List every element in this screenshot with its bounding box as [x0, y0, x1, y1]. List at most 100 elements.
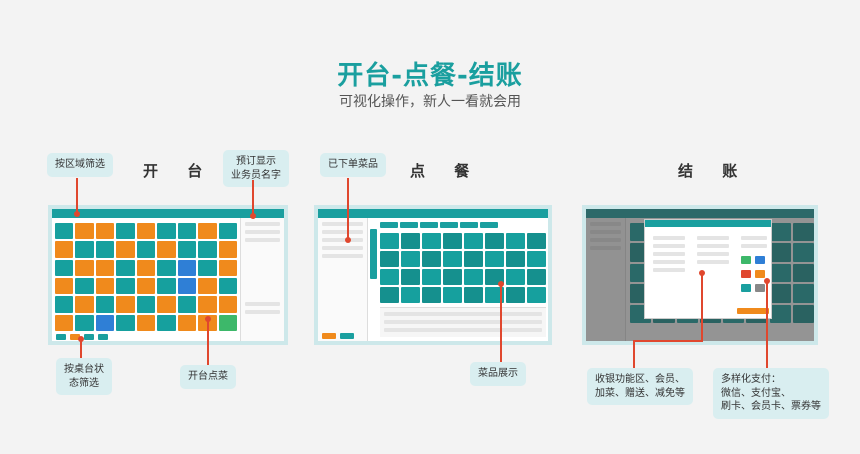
- table-tile[interactable]: [218, 241, 237, 258]
- table-tile[interactable]: [198, 223, 217, 240]
- member-card-icon[interactable]: [755, 270, 765, 278]
- dish-tile[interactable]: [422, 233, 441, 249]
- dish-tile[interactable]: [422, 251, 441, 267]
- dish-tile[interactable]: [443, 251, 462, 267]
- table-tile[interactable]: [198, 278, 217, 295]
- category-bar[interactable]: [370, 229, 377, 279]
- status-filter-button[interactable]: [98, 334, 108, 340]
- voucher-icon[interactable]: [741, 284, 751, 292]
- status-filter-button[interactable]: [70, 334, 80, 340]
- callout-area-filter: 按区域筛选: [47, 153, 113, 177]
- table-tile[interactable]: [95, 241, 115, 258]
- table-tile[interactable]: [75, 223, 94, 240]
- dish-tile[interactable]: [527, 287, 546, 303]
- table-tile[interactable]: [95, 259, 115, 276]
- table-tile[interactable]: [218, 314, 237, 331]
- table-tile[interactable]: [177, 296, 197, 313]
- dish-tile[interactable]: [506, 287, 525, 303]
- dish-tile[interactable]: [443, 287, 462, 303]
- table-tile[interactable]: [157, 314, 176, 331]
- table-tile[interactable]: [177, 259, 197, 276]
- dish-tile[interactable]: [401, 233, 420, 249]
- table-tile[interactable]: [218, 278, 237, 295]
- table-tile[interactable]: [116, 259, 135, 276]
- table-tile[interactable]: [198, 259, 217, 276]
- table-tile[interactable]: [95, 314, 115, 331]
- table-tile[interactable]: [55, 296, 74, 313]
- table-tile[interactable]: [95, 223, 115, 240]
- card-pay-icon[interactable]: [741, 270, 751, 278]
- table-tile[interactable]: [136, 241, 156, 258]
- table-tile[interactable]: [55, 241, 74, 258]
- checkout-button[interactable]: [340, 333, 354, 339]
- table-tile[interactable]: [55, 259, 74, 276]
- dish-tile[interactable]: [401, 269, 420, 285]
- confirm-pay-button[interactable]: [737, 308, 769, 314]
- status-filter-button[interactable]: [56, 334, 66, 340]
- cash-pay-icon[interactable]: [755, 284, 765, 292]
- dish-tile[interactable]: [380, 233, 399, 249]
- status-filter-button[interactable]: [84, 334, 94, 340]
- table-tile[interactable]: [177, 314, 197, 331]
- alipay-icon[interactable]: [755, 256, 765, 264]
- table-tile[interactable]: [177, 278, 197, 295]
- dish-tile[interactable]: [422, 269, 441, 285]
- table-tile[interactable]: [75, 296, 94, 313]
- dish-tile[interactable]: [506, 233, 525, 249]
- dish-tile[interactable]: [464, 251, 483, 267]
- table-tile[interactable]: [218, 259, 237, 276]
- table-tile[interactable]: [136, 223, 156, 240]
- dish-tile[interactable]: [401, 287, 420, 303]
- dish-tile[interactable]: [527, 269, 546, 285]
- dish-tile[interactable]: [443, 233, 462, 249]
- dish-tile[interactable]: [464, 233, 483, 249]
- dish-tile[interactable]: [485, 287, 504, 303]
- table-tile[interactable]: [116, 278, 135, 295]
- dish-tile[interactable]: [401, 251, 420, 267]
- dish-tile[interactable]: [485, 233, 504, 249]
- table-tile[interactable]: [198, 241, 217, 258]
- dish-tile[interactable]: [380, 269, 399, 285]
- dish-tile[interactable]: [464, 269, 483, 285]
- table-tile[interactable]: [75, 259, 94, 276]
- table-tile[interactable]: [218, 223, 237, 240]
- table-tile[interactable]: [157, 223, 176, 240]
- dish-tile[interactable]: [380, 251, 399, 267]
- dish-tile[interactable]: [506, 251, 525, 267]
- table-tile[interactable]: [136, 259, 156, 276]
- dish-tile[interactable]: [527, 251, 546, 267]
- dish-tile[interactable]: [464, 287, 483, 303]
- table-tile[interactable]: [116, 223, 135, 240]
- dish-tile[interactable]: [422, 287, 441, 303]
- table-tile[interactable]: [157, 259, 176, 276]
- table-tile[interactable]: [157, 278, 176, 295]
- dish-tile[interactable]: [485, 251, 504, 267]
- table-tile[interactable]: [177, 241, 197, 258]
- dish-tile[interactable]: [527, 233, 546, 249]
- table-tile[interactable]: [55, 314, 74, 331]
- table-tile[interactable]: [116, 314, 135, 331]
- table-tile[interactable]: [136, 278, 156, 295]
- dish-tile[interactable]: [506, 269, 525, 285]
- table-tile[interactable]: [177, 223, 197, 240]
- table-tile[interactable]: [75, 278, 94, 295]
- table-tile[interactable]: [55, 223, 74, 240]
- dish-tile[interactable]: [380, 287, 399, 303]
- submit-order-button[interactable]: [322, 333, 336, 339]
- dish-tile[interactable]: [443, 269, 462, 285]
- table-tile[interactable]: [157, 296, 176, 313]
- table-tile[interactable]: [198, 296, 217, 313]
- table-tile[interactable]: [95, 296, 115, 313]
- table-tile[interactable]: [218, 296, 237, 313]
- table-tile[interactable]: [136, 296, 156, 313]
- table-tile[interactable]: [75, 314, 94, 331]
- table-tile[interactable]: [75, 241, 94, 258]
- table-tile[interactable]: [95, 278, 115, 295]
- table-tile[interactable]: [116, 296, 135, 313]
- section-label-open: 开 台: [143, 162, 215, 180]
- table-tile[interactable]: [136, 314, 156, 331]
- table-tile[interactable]: [116, 241, 135, 258]
- table-tile[interactable]: [157, 241, 176, 258]
- wechat-pay-icon[interactable]: [741, 256, 751, 264]
- table-tile[interactable]: [55, 278, 74, 295]
